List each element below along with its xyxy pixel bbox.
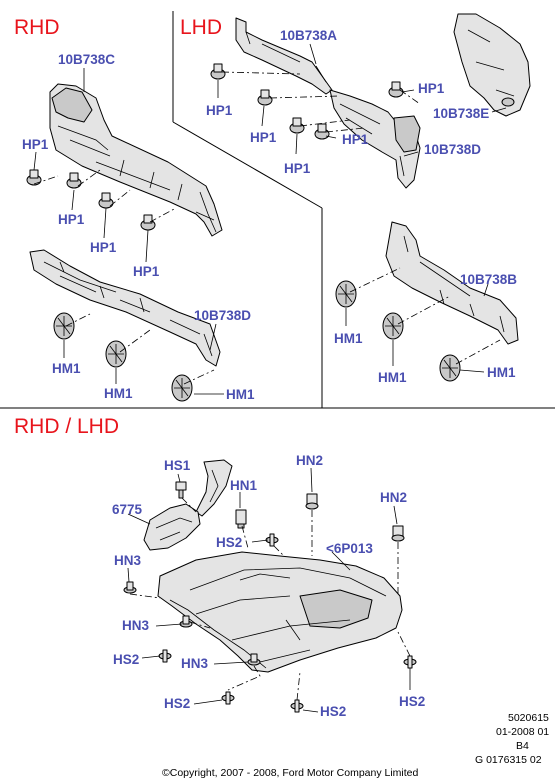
rhd-shield-10b738d bbox=[29, 249, 221, 367]
hs2-screw-icon-4 bbox=[290, 699, 304, 713]
section-title-rhd-lhd: RHD / LHD bbox=[14, 415, 119, 438]
footer-copyright: ©Copyright, 2007 - 2008, Ford Motor Comp… bbox=[162, 767, 419, 779]
callout-hm1-rhd-3: HM1 bbox=[226, 387, 255, 402]
hn2-nut-icon-1 bbox=[305, 493, 319, 510]
lhd-dash-lines bbox=[221, 71, 501, 365]
callout-hs2-5: HS2 bbox=[399, 694, 425, 709]
callout-hp1-rhd-4: HP1 bbox=[133, 264, 160, 279]
splash-shield-hs1-bracket bbox=[195, 459, 233, 517]
fastener-clips bbox=[123, 481, 417, 713]
bottom-leader-lines bbox=[127, 467, 411, 713]
callout-hs2-1: HS2 bbox=[216, 535, 242, 550]
callout-hs1: HS1 bbox=[164, 458, 191, 473]
callout-hp1-lhd-4: HP1 bbox=[342, 132, 369, 147]
callout-10b738d-rhd: 10B738D bbox=[194, 308, 251, 323]
footer-code: 5020615 bbox=[508, 712, 549, 724]
callout-6775: 6775 bbox=[112, 502, 143, 517]
callout-hp1-lhd-2: HP1 bbox=[250, 130, 277, 145]
hn3-nut-icon-3 bbox=[247, 653, 261, 666]
section-title-lhd: LHD bbox=[180, 16, 222, 39]
callout-6p013: <6P013 bbox=[326, 541, 373, 556]
section-title-rhd: RHD bbox=[14, 16, 60, 39]
callout-hm1-lhd-2: HM1 bbox=[378, 370, 407, 385]
lhd-cover-10b738e bbox=[453, 13, 531, 117]
callout-hs2-4: HS2 bbox=[320, 704, 346, 719]
callout-hp1-lhd-3: HP1 bbox=[284, 161, 311, 176]
bottom-dash-lines bbox=[129, 497, 411, 701]
callout-10b738a: 10B738A bbox=[280, 28, 337, 43]
callout-10b738c: 10B738C bbox=[58, 52, 115, 67]
callout-hm1-rhd-1: HM1 bbox=[52, 361, 81, 376]
callout-hm1-lhd-3: HM1 bbox=[487, 365, 516, 380]
lhd-bracket-10b738d bbox=[329, 89, 421, 189]
hn1-clip-icon bbox=[235, 509, 247, 529]
rhd-leader-lines bbox=[33, 68, 224, 395]
footer-date: 01-2008 01 bbox=[496, 726, 549, 738]
callout-hm1-rhd-2: HM1 bbox=[104, 386, 133, 401]
callout-hp1-rhd-1: HP1 bbox=[22, 137, 49, 152]
callout-hn3-3: HN3 bbox=[181, 656, 208, 671]
callout-hs2-3: HS2 bbox=[164, 696, 190, 711]
callout-hn2-1: HN2 bbox=[296, 453, 323, 468]
footer-page: B4 bbox=[516, 740, 529, 752]
callout-10b738b: 10B738B bbox=[460, 272, 517, 287]
callout-hp1-rhd-3: HP1 bbox=[90, 240, 117, 255]
callout-hn2-2: HN2 bbox=[380, 490, 407, 505]
hn2-nut-icon-2 bbox=[391, 525, 405, 542]
rhd-dash-lines bbox=[33, 169, 215, 385]
callout-hp1-lhd-5: HP1 bbox=[418, 81, 445, 96]
callout-hm1-lhd-1: HM1 bbox=[334, 331, 363, 346]
callout-10b738e: 10B738E bbox=[433, 106, 489, 121]
callout-10b738d-lhd: 10B738D bbox=[424, 142, 481, 157]
lhd-shield-10b738b bbox=[385, 221, 519, 345]
hs2-screw-icon-3 bbox=[221, 691, 235, 705]
section-dividers bbox=[0, 11, 555, 409]
hs1-screw-icon bbox=[175, 481, 187, 499]
lhd-bracket-10b738a bbox=[235, 17, 333, 95]
rhd-push-nuts bbox=[53, 312, 193, 402]
callout-hs2-2: HS2 bbox=[113, 652, 139, 667]
part-6775-shield bbox=[143, 503, 201, 551]
lhd-leader-lines bbox=[217, 43, 507, 373]
callout-hp1-rhd-2: HP1 bbox=[58, 212, 85, 227]
hs2-screw-icon-2 bbox=[158, 649, 172, 663]
undertray-6p013 bbox=[157, 551, 403, 673]
footer-graphic-id: G 0176315 02 bbox=[475, 754, 542, 766]
callout-hp1-lhd-1: HP1 bbox=[206, 103, 233, 118]
lhd-push-pins bbox=[210, 63, 404, 140]
hs2-screw-icon-5 bbox=[403, 655, 417, 669]
hn3-nut-icon-1 bbox=[123, 581, 137, 594]
callout-hn1: HN1 bbox=[230, 478, 257, 493]
callout-hn3-2: HN3 bbox=[122, 618, 149, 633]
lhd-push-nuts bbox=[335, 280, 461, 382]
rhd-bracket-10b738c bbox=[49, 83, 223, 237]
callout-hn3-1: HN3 bbox=[114, 553, 141, 568]
